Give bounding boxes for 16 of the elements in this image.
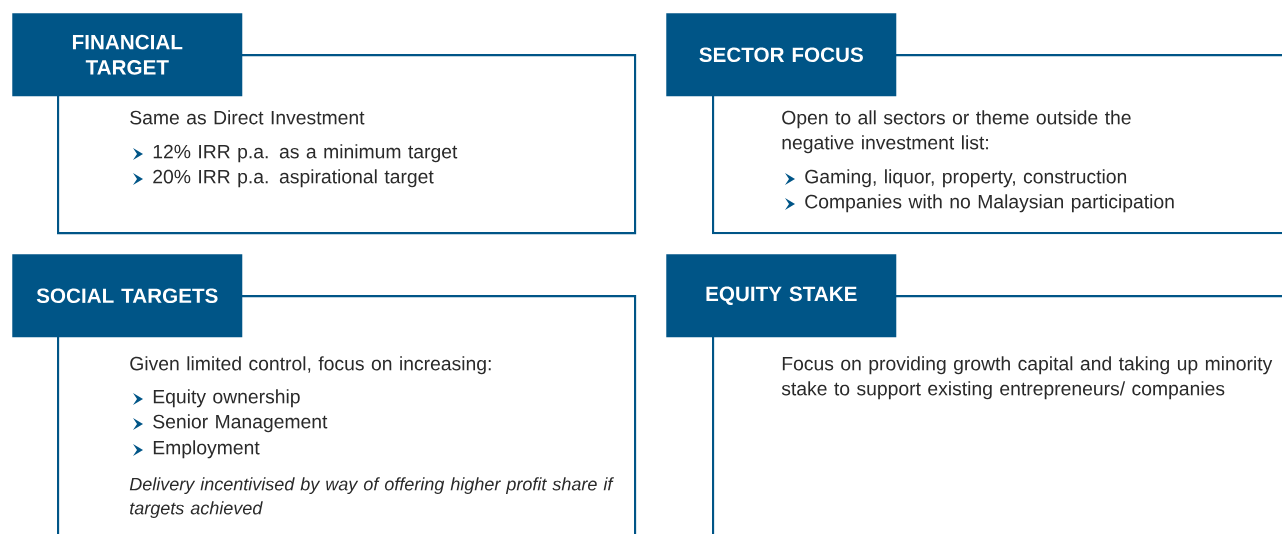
heading-tab: FINANCIAL TARGET (12, 13, 243, 97)
note-text: Delivery incentivised by way of offering higher profit share if targets achieved (129, 477, 614, 519)
body-text: Focus on providing growth capital and taking up minority stake to support existing entrepreneurs/ companies (781, 356, 1273, 400)
body-text: Open to all sectors or theme outside the negative investment list: (782, 110, 1131, 154)
heading-tab: SOCIAL TARGETS (12, 254, 243, 338)
bullet-item: Companies with no Malaysian participation (785, 194, 1174, 213)
bullet-item: Employment (133, 440, 260, 459)
bullet-item: 12% IRR p.a. as a minimum target (133, 144, 458, 163)
body-text: Same as Direct Investment (130, 110, 365, 125)
heading-tab: SECTOR FOCUS (666, 13, 897, 97)
bullet-item: 20% IRR p.a. aspirational target (133, 169, 434, 188)
heading-tab: EQUITY STAKE (666, 254, 897, 338)
bullet-item: Senior Management (133, 414, 328, 433)
body-text: Given limited control, focus on increasing: (130, 356, 491, 375)
bullet-item: Gaming, liquor, property, construction (785, 169, 1127, 188)
bullet-item: Equity ownership (133, 389, 300, 408)
